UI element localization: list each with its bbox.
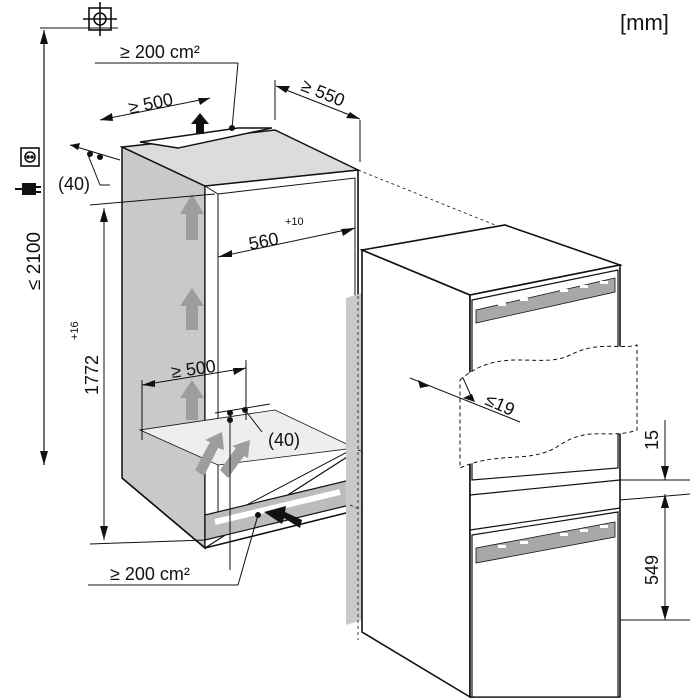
bottom-gap-dimension <box>214 403 271 433</box>
niche-height-label: 1772 <box>82 355 102 395</box>
door-gap-dimension <box>409 377 521 423</box>
top-vent-grille <box>139 127 273 149</box>
socket-icon <box>20 147 40 167</box>
appliance <box>359 224 624 699</box>
gap-15-label: 15 <box>642 430 662 450</box>
niche-depth-label: ≥ 550 <box>299 75 348 110</box>
top-gap-label: (40) <box>58 174 90 194</box>
furniture-door-outline <box>459 344 638 469</box>
niche-width-dimension <box>217 227 356 258</box>
bottom-vent-dimension <box>88 417 261 586</box>
niche-height-tolerance: +16 <box>69 321 81 340</box>
power-plug-icon <box>15 183 41 195</box>
top-vent-arrow <box>191 113 209 134</box>
niche-depth-dimension <box>274 80 361 162</box>
unit-label: [mm] <box>620 10 669 35</box>
lower-control-buttons <box>498 525 608 548</box>
top-gap-dimension <box>69 143 121 186</box>
top-vent-dimension <box>95 62 239 131</box>
bottom-gap-label: (40) <box>268 430 300 450</box>
lower-compartment <box>471 511 619 698</box>
niche-width-tolerance: +10 <box>285 216 304 228</box>
niche-cabinet <box>119 129 362 625</box>
niche-height-dimension <box>89 193 216 545</box>
top-vent-area-label: ≥ 200 cm² <box>120 42 200 62</box>
lower-control-panel <box>475 521 616 564</box>
upper-control-panel <box>475 277 616 324</box>
top-depth-label: ≥ 500 <box>127 89 175 118</box>
water-supply-icon <box>83 2 117 36</box>
upper-control-buttons <box>498 281 608 306</box>
airflow-arrows <box>180 194 250 478</box>
plinth-inlet-arrow <box>264 506 302 528</box>
total-height-label: ≤ 2100 <box>24 232 45 290</box>
bottom-vent-area-label: ≥ 200 cm² <box>110 564 190 584</box>
right-dimensions <box>619 420 691 621</box>
total-height-dimension: ≤ 2100 <box>24 30 48 465</box>
dim-549-label: 549 <box>642 555 662 585</box>
top-depth-dimension <box>99 97 211 121</box>
